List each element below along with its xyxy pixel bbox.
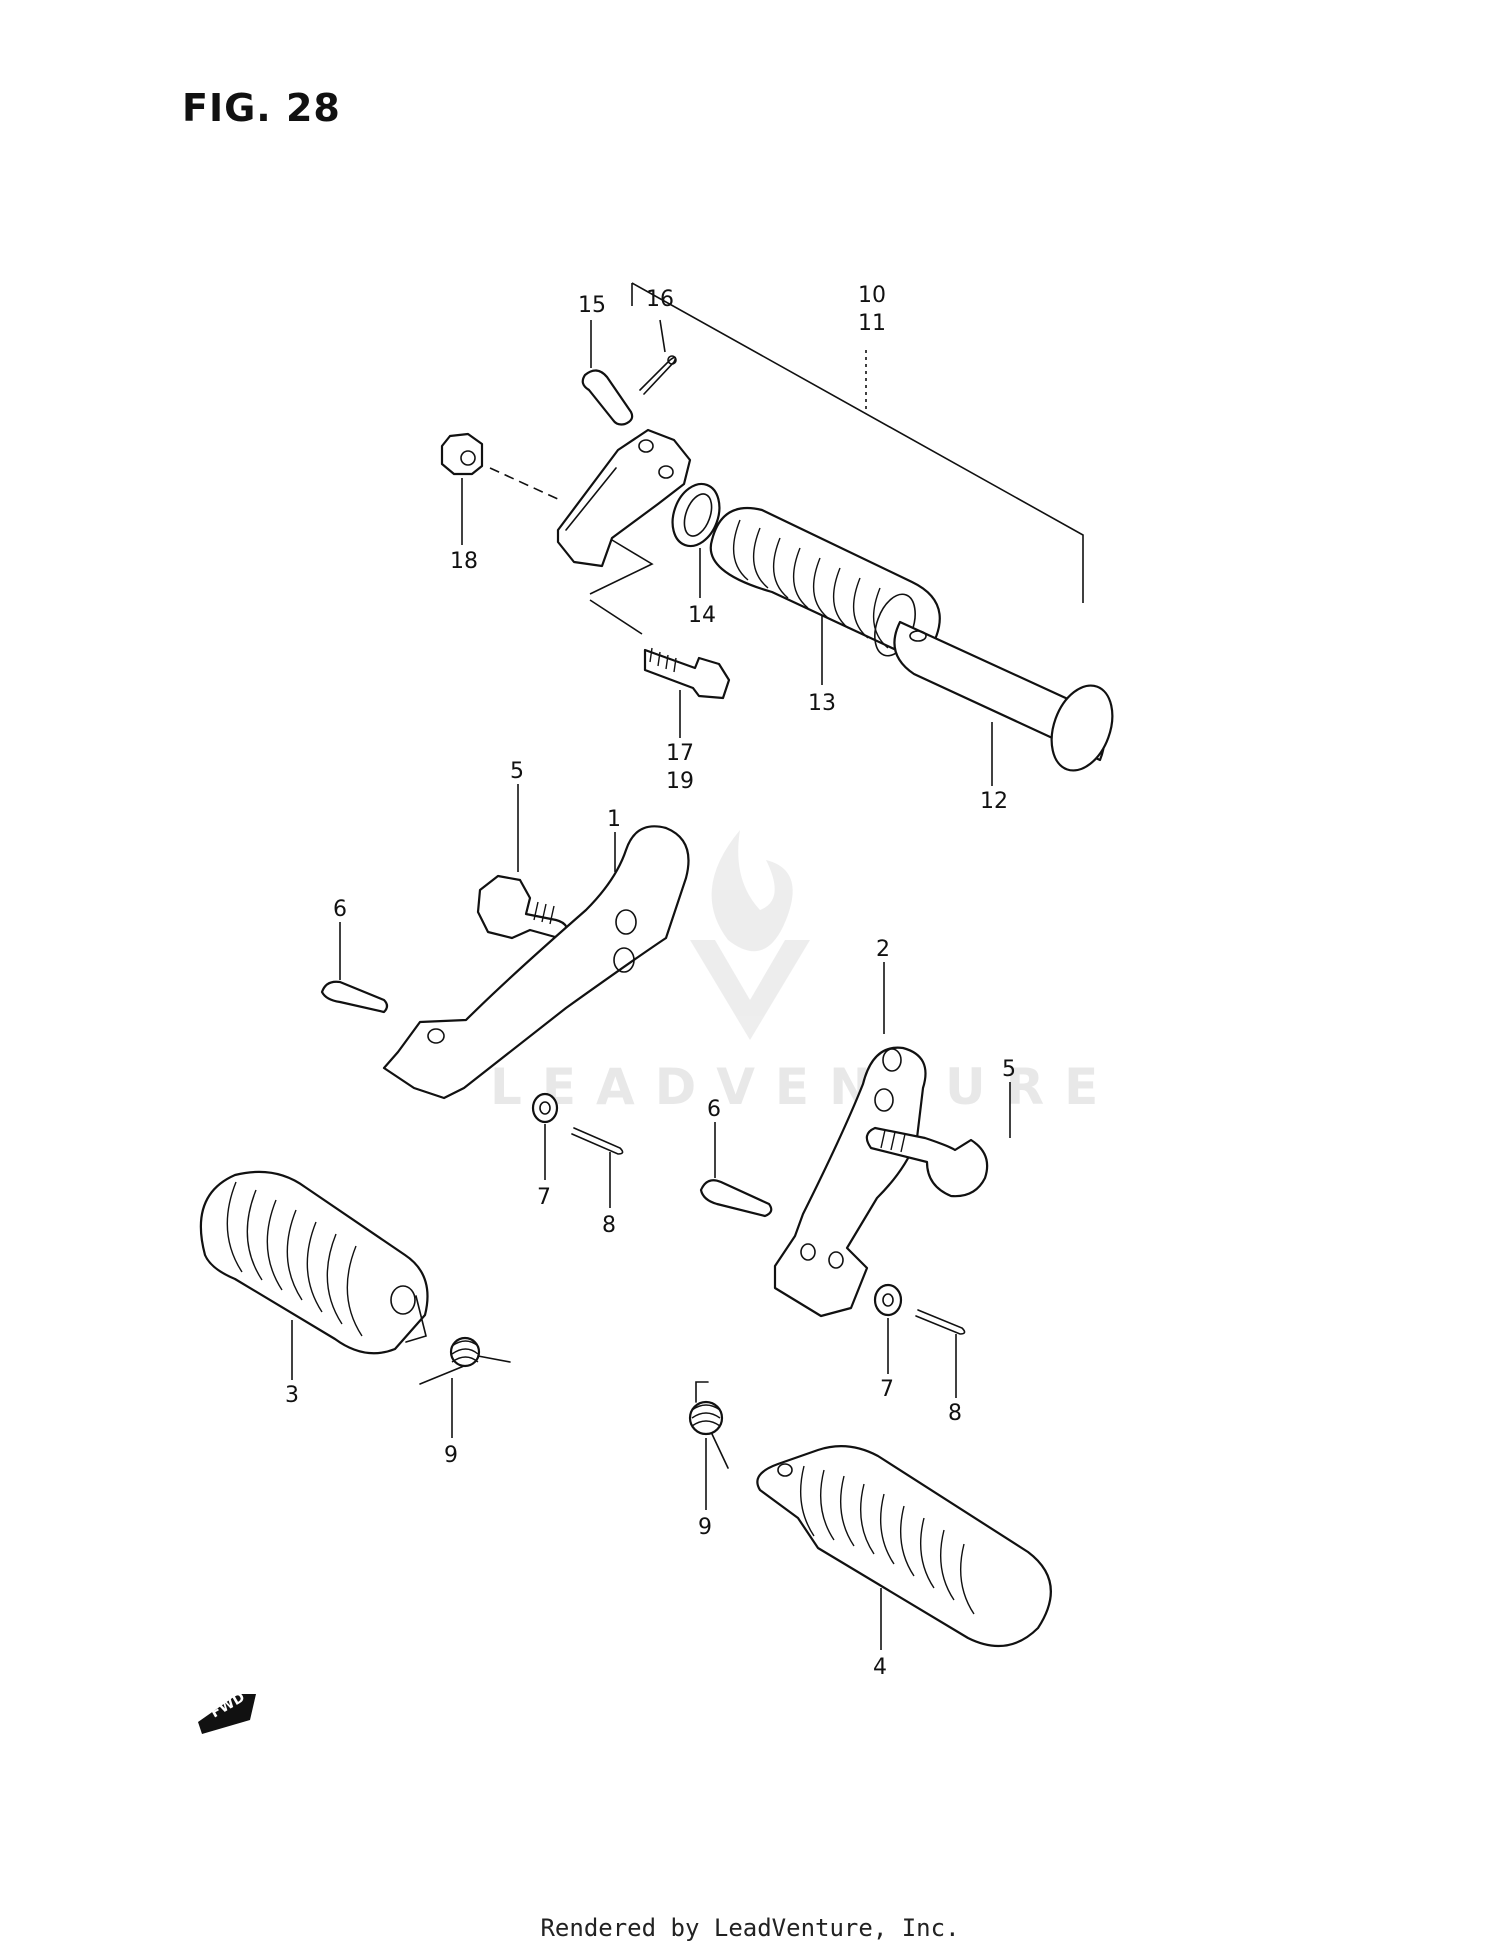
callout-5-left: 5 xyxy=(510,759,524,784)
callout-17: 17 xyxy=(666,741,694,766)
part-18-nut xyxy=(440,432,561,545)
callout-2: 2 xyxy=(876,937,890,962)
callout-14: 14 xyxy=(688,603,716,628)
watermark-logo xyxy=(690,830,810,1040)
callout-4: 4 xyxy=(873,1655,887,1680)
part-2-footrest-bracket-right xyxy=(773,962,927,1318)
part-1-footrest-bracket-left xyxy=(382,825,690,1100)
part-8-cotter-left xyxy=(571,1127,624,1208)
part-16-cotter-pin xyxy=(639,319,677,395)
part-3-footrest-rubber-left xyxy=(199,1170,429,1380)
part-9-spring-left xyxy=(419,1336,511,1438)
part-15-clevis-pin xyxy=(581,320,634,426)
callout-6-left: 6 xyxy=(333,897,347,922)
part-8-cotter-right xyxy=(915,1309,966,1398)
part-7-washer-left xyxy=(531,1092,559,1180)
callout-19: 19 xyxy=(666,769,694,794)
callout-1: 1 xyxy=(607,807,621,832)
callout-18: 18 xyxy=(450,549,478,574)
callout-6-right: 6 xyxy=(707,1097,721,1122)
callout-16: 16 xyxy=(646,287,674,312)
part-7-washer-right xyxy=(873,1283,903,1374)
part-6-pin-right xyxy=(699,1122,773,1218)
assembly-bracket-10-11 xyxy=(631,282,1084,603)
part-4-footrest-rubber-right xyxy=(756,1445,1052,1650)
callout-7-right: 7 xyxy=(880,1377,894,1402)
part-5-bolt-left xyxy=(476,784,569,942)
callout-9-left: 9 xyxy=(444,1443,458,1468)
callout-10: 10 xyxy=(858,283,886,308)
part-6-pin-left xyxy=(320,922,389,1014)
callout-8-right: 8 xyxy=(948,1401,962,1426)
callout-12: 12 xyxy=(980,789,1008,814)
watermark-text: LEADVENTURE xyxy=(490,1058,1119,1116)
fwd-direction-arrow: FWD xyxy=(198,1689,256,1734)
part-14-washer xyxy=(671,482,721,598)
callout-15: 15 xyxy=(578,293,606,318)
part-17-bolt xyxy=(643,647,731,738)
callout-5-right: 5 xyxy=(1002,1057,1016,1082)
callout-8-left: 8 xyxy=(602,1213,616,1238)
callout-3: 3 xyxy=(285,1383,299,1408)
footer-credit: Rendered by LeadVenture, Inc. xyxy=(540,1914,960,1942)
callout-9-right: 9 xyxy=(698,1515,712,1540)
passenger-bracket xyxy=(556,428,692,635)
part-13-footrest-rubber xyxy=(709,506,941,685)
part-9-spring-right xyxy=(688,1381,729,1510)
callout-13: 13 xyxy=(808,691,836,716)
callout-11: 11 xyxy=(858,311,886,336)
part-12-footrest-shaft xyxy=(893,620,1114,786)
part-5-bolt-right xyxy=(865,1082,1011,1198)
figure-title: FIG. 28 xyxy=(182,86,341,130)
callout-7-left: 7 xyxy=(537,1185,551,1210)
